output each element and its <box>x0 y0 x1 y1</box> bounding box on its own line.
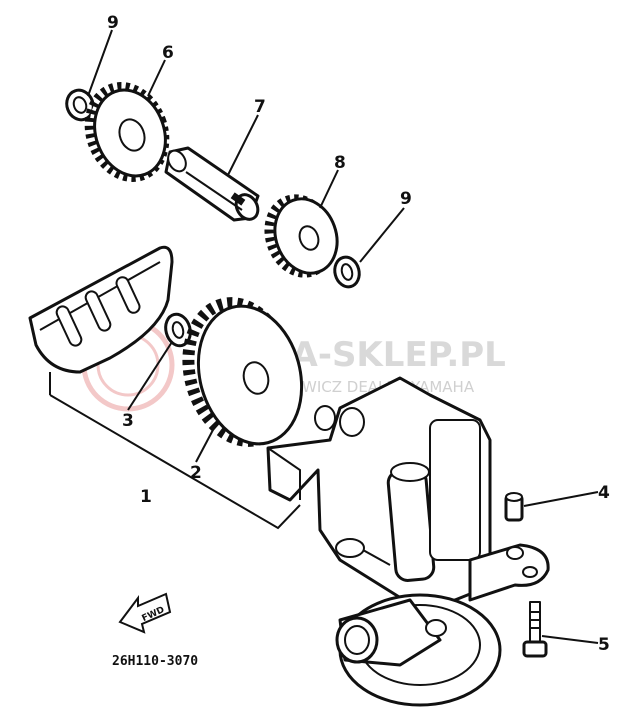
callouts: 9 6 7 8 9 3 2 1 4 5 <box>107 13 610 655</box>
callout-5: 5 <box>598 635 610 655</box>
callout-2: 2 <box>190 463 202 483</box>
callout-8: 8 <box>334 153 346 173</box>
part-6-gear <box>84 82 170 182</box>
part-2-rotor-gear <box>182 297 304 447</box>
part-7-shaft <box>164 146 260 222</box>
callout-4: 4 <box>598 483 610 503</box>
callout-3: 3 <box>122 411 134 431</box>
diagram-code: 26H110-3070 <box>112 654 198 669</box>
part-5-bolt <box>522 601 548 658</box>
pump-cover-plate <box>28 245 174 374</box>
part-9-circlip-right <box>333 255 361 289</box>
callout-7: 7 <box>254 97 266 117</box>
assembly-bracket-1 <box>49 372 301 530</box>
part-8-gear <box>264 194 339 278</box>
part-3-washer <box>164 312 192 348</box>
callout-1: 1 <box>140 487 152 507</box>
fwd-arrow-icon: FWD <box>118 592 172 634</box>
callout-9-top: 9 <box>107 13 119 33</box>
callout-6: 6 <box>162 43 174 63</box>
part-4-dowel <box>504 492 524 522</box>
leader-lines <box>87 29 599 644</box>
pump-housing <box>266 376 550 707</box>
callout-9-right: 9 <box>400 189 412 209</box>
